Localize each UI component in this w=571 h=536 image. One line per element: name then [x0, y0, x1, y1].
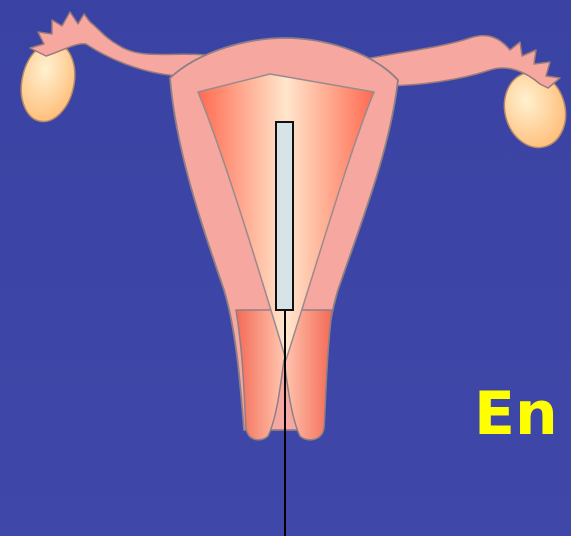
- slide-caption: En: [474, 384, 558, 444]
- iud-device: [276, 122, 293, 310]
